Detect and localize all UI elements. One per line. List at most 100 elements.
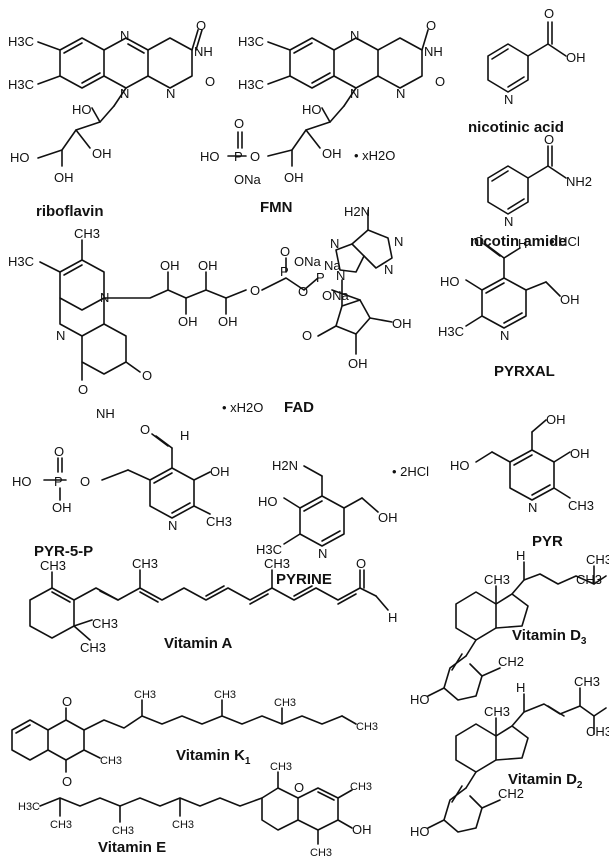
fad-hydrate: • xH2O [222, 400, 263, 415]
fad-adenine-n1: N [394, 234, 403, 249]
nicotinic-acid-oh: OH [566, 50, 586, 65]
fad-p2-ona: ONa [322, 288, 350, 303]
pyridoxine-n: N [528, 500, 537, 515]
fmn-n5: N [350, 28, 359, 43]
pyridoxal-aldehyde-o: O [474, 234, 484, 249]
vitamin-k1-o2: O [62, 774, 72, 789]
riboflavin-oh-4: OH [54, 170, 74, 185]
p5p-oh-bottom: OH [52, 500, 72, 515]
pyridoxal-h3c: H3C [438, 324, 464, 339]
fad-n5: N [56, 328, 65, 343]
vitamin-a-structure [29, 569, 389, 641]
pyridoxine-structure [475, 419, 571, 501]
pyridoxal-aldehyde-h: H [518, 236, 527, 251]
pyridoxamine-label: PYRINE [276, 571, 332, 588]
vitamin-k1-ch3-4: CH3 [274, 697, 296, 709]
vitamin-a-ch3-4: CH3 [92, 616, 118, 631]
p5p-aldehyde-o: O [140, 422, 150, 437]
fmn-n10: N [350, 86, 359, 101]
vitamin-e-label: Vitamin E [98, 839, 166, 856]
nicotinamide-o: O [544, 132, 554, 147]
nicotinamide-n: N [504, 214, 513, 229]
fad-oh-4: OH [218, 314, 238, 329]
fad-oh-3: OH [198, 258, 218, 273]
fad-ch3-top: CH3 [74, 226, 100, 241]
pyridoxamine-salt: • 2HCl [392, 464, 429, 479]
vitamin-d3-ho: HO [410, 692, 430, 707]
vitamin-d2-ch2: CH2 [498, 786, 524, 801]
vitamin-e-ch3-2: CH3 [112, 825, 134, 837]
fmn-phosphorus: P [234, 149, 243, 164]
vitamin-d3-ch3-1: CH3 [484, 572, 510, 587]
vitamin-a-ch3-3: CH3 [264, 556, 290, 571]
pyridoxal-label: PYRXAL [494, 363, 555, 380]
vitamin-e-ch3-4: CH3 [270, 761, 292, 773]
pyridoxal-salt: • HCl [550, 234, 580, 249]
fmn-phosphate-o: O [234, 116, 244, 131]
fmn-nh: NH [424, 44, 443, 59]
fad-p1: P [280, 264, 289, 279]
pyridoxal-5-phosphate-structure [43, 433, 211, 519]
fad-oh-1: OH [160, 258, 180, 273]
pyridoxamine-n: N [318, 546, 327, 561]
fmn-o2: O [435, 74, 445, 89]
fad-p1-o: O [280, 244, 290, 259]
fmn-oh-2: OH [322, 146, 342, 161]
pyridoxal-structure [465, 243, 561, 329]
vitamin-e-structure [39, 771, 353, 845]
vitamin-k1-ch3-5: CH3 [356, 721, 378, 733]
fad-bridge-o: O [298, 284, 308, 299]
fmn-structure [227, 29, 429, 167]
vitamin-e-oh: OH [352, 822, 372, 837]
fad-adenine-n9: N [336, 268, 345, 283]
fmn-hydrate: • xH2O [354, 148, 395, 163]
fad-adenine-n7: N [330, 236, 339, 251]
vitamin-k1-structure [11, 699, 357, 773]
fad-ester-o1: O [250, 283, 260, 298]
riboflavin-n5: N [120, 28, 129, 43]
pyridoxamine-h2n: H2N [272, 458, 298, 473]
fmn-n1: N [396, 86, 405, 101]
vitamin-e-o: O [294, 780, 304, 795]
pyridoxine-oh-top: OH [546, 412, 566, 427]
pyridoxine-label: PYR [532, 533, 563, 550]
vitamin-d3-label: Vitamin D3 [512, 627, 587, 647]
fmn-label: FMN [260, 199, 293, 216]
fad-ribose-oh-2: OH [348, 356, 368, 371]
fad-p2: P [316, 270, 325, 285]
vitamin-k1-ch3-3: CH3 [214, 689, 236, 701]
pyridoxine-ch3: CH3 [568, 498, 594, 513]
riboflavin-label: riboflavin [36, 203, 104, 220]
riboflavin-nh: NH [194, 44, 213, 59]
fmn-ester-o: O [250, 149, 260, 164]
nicotinamide-structure [487, 145, 567, 215]
vitamin-a-ch3-5: CH3 [80, 640, 106, 655]
vitamin-e-ch3-1: CH3 [50, 819, 72, 831]
fad-structure [39, 209, 393, 381]
nicotinic-acid-label: nicotinic acid [468, 119, 564, 136]
pyridoxamine-h3c: H3C [256, 542, 282, 557]
fad-h3c: H3C [8, 254, 34, 269]
p5p-oh: OH [210, 464, 230, 479]
fmn-methyl-1: H3C [238, 34, 264, 49]
riboflavin-oh-1: HO [72, 102, 92, 117]
vitamin-a-h: H [388, 610, 397, 625]
fad-label: FAD [284, 399, 314, 416]
fad-n10: N [100, 290, 109, 305]
p5p-ho: HO [12, 474, 32, 489]
pyridoxamine-structure [283, 465, 379, 547]
pyridoxamine-ho: HO [258, 494, 278, 509]
p5p-aldehyde-h: H [180, 428, 189, 443]
nicotinamide-label: nicotin amide [470, 233, 567, 250]
fad-o4: O [78, 382, 88, 397]
fad-p2-na: Na [324, 258, 341, 273]
fad-nh: NH [96, 406, 115, 421]
p5p-ch3: CH3 [206, 514, 232, 529]
pyridoxal-oh: OH [560, 292, 580, 307]
fad-p1-ona: ONa [294, 254, 322, 269]
fmn-methyl-2: H3C [238, 77, 264, 92]
vitamin-k1-o1: O [62, 694, 72, 709]
p5p-n: N [168, 518, 177, 533]
fmn-phosphate-ho: HO [200, 149, 220, 164]
